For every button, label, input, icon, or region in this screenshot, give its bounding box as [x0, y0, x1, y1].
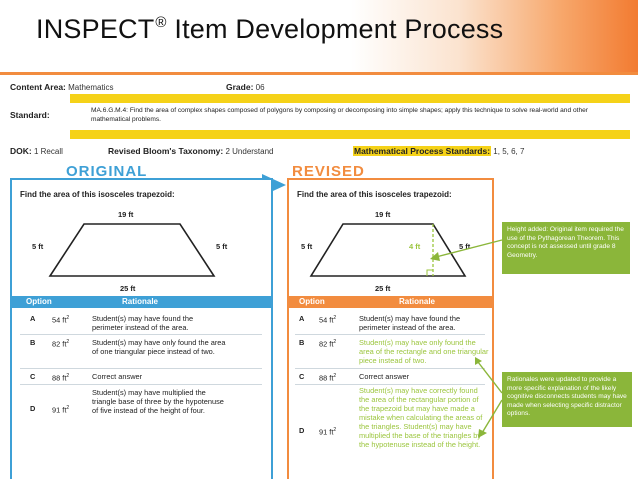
original-option-b-rationale: Student(s) may have only found the area … [92, 338, 226, 356]
original-heading: ORIGINAL [66, 163, 148, 180]
revised-option-d-rationale: Student(s) may have correctly found the … [359, 386, 483, 449]
original-option-d-rationale: Student(s) may have multiplied the trian… [92, 388, 224, 415]
revised-options-header: Option Rationale [289, 296, 492, 308]
original-option-d-value: 91 ft2 [52, 405, 70, 415]
original-option-c-letter: C [30, 372, 36, 381]
original-option-a-rationale: Student(s) may have found the perimeter … [92, 314, 194, 332]
yellow-band-bottom [70, 130, 630, 139]
revised-question: Find the area of this isosceles trapezoi… [297, 190, 452, 199]
revised-option-b-rationale: Student(s) may have only found the area … [359, 338, 489, 365]
revised-option-b-letter: B [299, 338, 305, 347]
revised-option-a-value: 54 ft2 [319, 315, 337, 325]
original-top-dimension: 19 ft [118, 210, 134, 219]
content-area-row: Content Area: Mathematics [10, 82, 114, 92]
dok-row: DOK: 1 Recall [10, 146, 63, 156]
standard-text: MA.6.G.M.4: Find the area of complex sha… [91, 107, 588, 123]
original-question: Find the area of this isosceles trapezoi… [20, 190, 175, 199]
original-option-d-letter: D [30, 404, 36, 413]
revised-height-dimension: 4 ft [409, 242, 421, 251]
revised-option-c-rationale: Correct answer [359, 372, 410, 381]
original-options-header: Option Rationale [12, 296, 271, 308]
title-bar [0, 0, 638, 72]
revised-panel: Find the area of this isosceles trapezoi… [287, 178, 494, 479]
original-option-a-value: 54 ft2 [52, 315, 70, 325]
original-option-c-rationale: Correct answer [92, 372, 143, 381]
grade-row: Grade: 06 [226, 82, 265, 92]
row-divider [20, 368, 262, 369]
revised-right-dimension: 5 ft [459, 242, 471, 251]
revised-heading: REVISED [292, 163, 365, 180]
page-title: INSPECT® Item Development Process [36, 14, 504, 44]
row-divider [295, 334, 485, 335]
revised-option-c-letter: C [299, 372, 305, 381]
original-option-a-letter: A [30, 314, 36, 323]
original-bottom-dimension: 25 ft [120, 284, 136, 293]
mps-row: Mathematical Process Standards: 1, 5, 6,… [353, 146, 525, 156]
original-trapezoid [48, 223, 216, 277]
revised-bottom-dimension: 25 ft [375, 284, 391, 293]
original-left-dimension: 5 ft [32, 242, 44, 251]
row-divider [20, 384, 262, 385]
original-option-b-value: 82 ft2 [52, 339, 70, 349]
revised-trapezoid [309, 223, 467, 277]
revised-option-c-value: 88 ft2 [319, 373, 337, 383]
row-divider [20, 334, 262, 335]
title-divider [0, 72, 638, 75]
revised-option-a-rationale: Student(s) may have found the perimeter … [359, 314, 461, 332]
original-right-dimension: 5 ft [216, 242, 228, 251]
revised-left-dimension: 5 ft [301, 242, 313, 251]
revised-option-b-value: 82 ft2 [319, 339, 337, 349]
row-divider [295, 368, 485, 369]
revised-option-d-letter: D [299, 426, 305, 435]
revised-option-d-value: 91 ft2 [319, 427, 337, 437]
original-option-c-value: 88 ft2 [52, 373, 70, 383]
row-divider [295, 384, 485, 385]
revised-top-dimension: 19 ft [375, 210, 391, 219]
revised-option-a-letter: A [299, 314, 305, 323]
rationale-updated-note: Rationales were updated to provide a mor… [502, 372, 632, 427]
blooms-row: Revised Bloom's Taxonomy: 2 Understand [108, 146, 274, 156]
standard-label: Standard: [10, 110, 50, 120]
height-added-note: Height added: Original item required the… [502, 222, 630, 274]
original-option-b-letter: B [30, 338, 36, 347]
yellow-band-top [70, 94, 630, 103]
original-panel: Find the area of this isosceles trapezoi… [10, 178, 273, 479]
